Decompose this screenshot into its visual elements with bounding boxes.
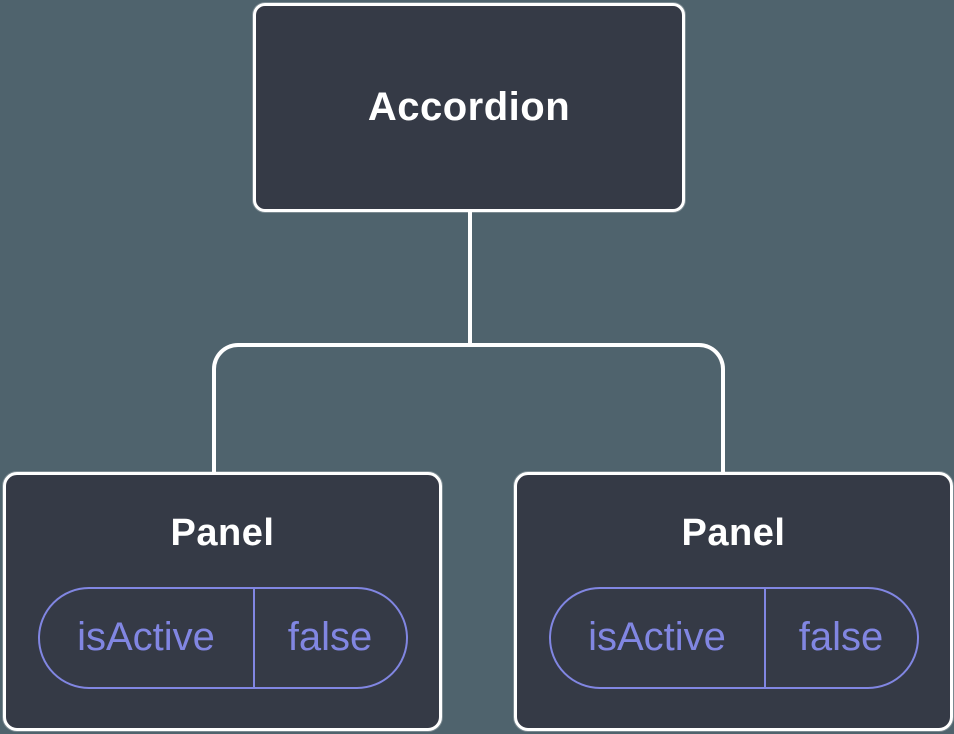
panel-node-label: Panel — [681, 512, 786, 554]
prop-name: isActive — [588, 615, 726, 660]
connector-bracket — [212, 343, 725, 472]
connector-stem — [468, 210, 472, 345]
prop-value: false — [252, 588, 406, 687]
prop-pill: isActive false — [548, 586, 919, 689]
accordion-node: Accordion — [253, 3, 685, 212]
panel-node-right: Panel isActive false — [514, 472, 953, 731]
panel-node-label: Panel — [170, 512, 275, 554]
prop-name: isActive — [77, 615, 215, 660]
prop-pill: isActive false — [37, 586, 408, 689]
prop-value: false — [763, 588, 917, 687]
panel-node-left: Panel isActive false — [3, 472, 442, 731]
accordion-node-label: Accordion — [367, 85, 571, 129]
